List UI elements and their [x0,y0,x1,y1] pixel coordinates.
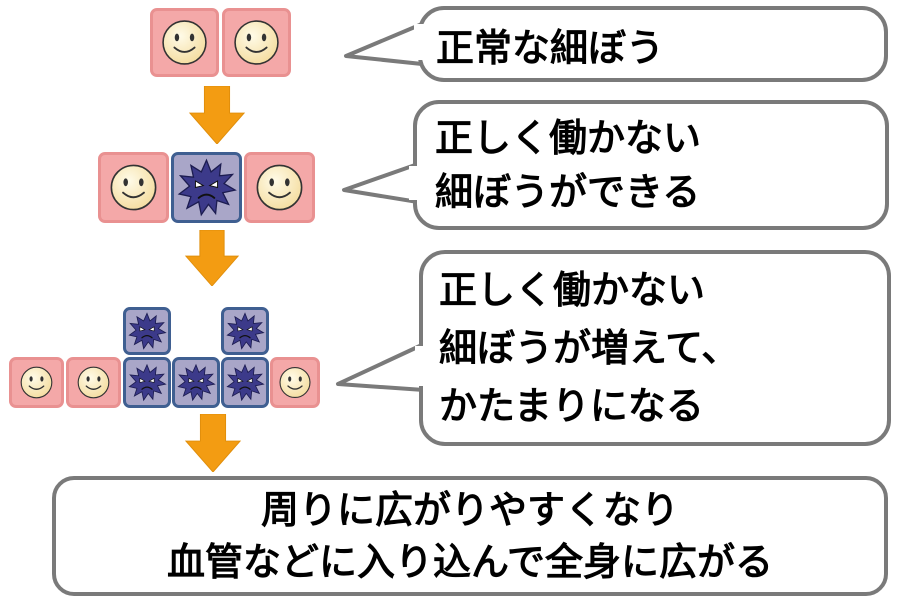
abnormal-cell [123,357,171,408]
angry-spiky-germ-icon [224,310,266,352]
down-arrow-icon [188,86,246,144]
speech-bubble-tail [336,342,426,392]
bubble-text-line: 正常な細ぼう [436,25,665,70]
normal-cell [270,357,320,408]
bubble-text-line: 細ぼうができる [435,170,701,214]
bubble-text-line: 正しく働かない [439,268,706,312]
bubble-text-line: 細ぼうが増えて、 [439,326,740,370]
bubble-text-line: 正しく働かない [435,116,702,160]
abnormal-cell [171,152,242,223]
conclusion-line: 周りに広がりやすくなり [260,488,679,532]
conclusion-box: 周りに広がりやすくなり 血管などに入り込んで全身に広がる [52,476,888,596]
conclusion-line: 血管などに入り込んで全身に広がる [166,540,774,584]
smiling-face-icon [69,360,118,405]
speech-bubble-growing-mass: 正しく働かない 細ぼうが増えて、 かたまりになる [419,250,891,446]
angry-spiky-germ-icon [126,310,168,352]
smiling-face-icon [101,155,166,220]
angry-spiky-germ-icon [126,360,168,405]
smiling-face-icon [153,11,216,74]
abnormal-cell [221,357,269,408]
smiling-face-icon [225,11,288,74]
normal-cell [66,357,121,408]
normal-cell [150,8,219,77]
normal-cell [9,357,64,408]
abnormal-cell [123,307,171,355]
down-arrow-icon [184,230,240,286]
abnormal-cell [172,357,220,408]
speech-bubble-abnormal-cell: 正しく働かない 細ぼうができる [413,100,889,230]
angry-spiky-germ-icon [174,155,239,220]
angry-spiky-germ-icon [224,360,266,405]
down-arrow-icon [184,414,242,472]
speech-bubble-normal-cells: 正常な細ぼう [418,6,888,82]
smiling-face-icon [12,360,61,405]
smiling-face-icon [273,360,317,405]
bubble-text-line: かたまりになる [439,384,704,428]
bubble-tail-join [414,24,426,60]
normal-cell [244,152,315,223]
smiling-face-icon [247,155,312,220]
bubble-tail-join [415,346,427,386]
abnormal-cell [221,307,269,355]
bubble-tail-join [409,166,421,200]
normal-cell [98,152,169,223]
angry-spiky-germ-icon [175,360,217,405]
normal-cell [222,8,291,77]
